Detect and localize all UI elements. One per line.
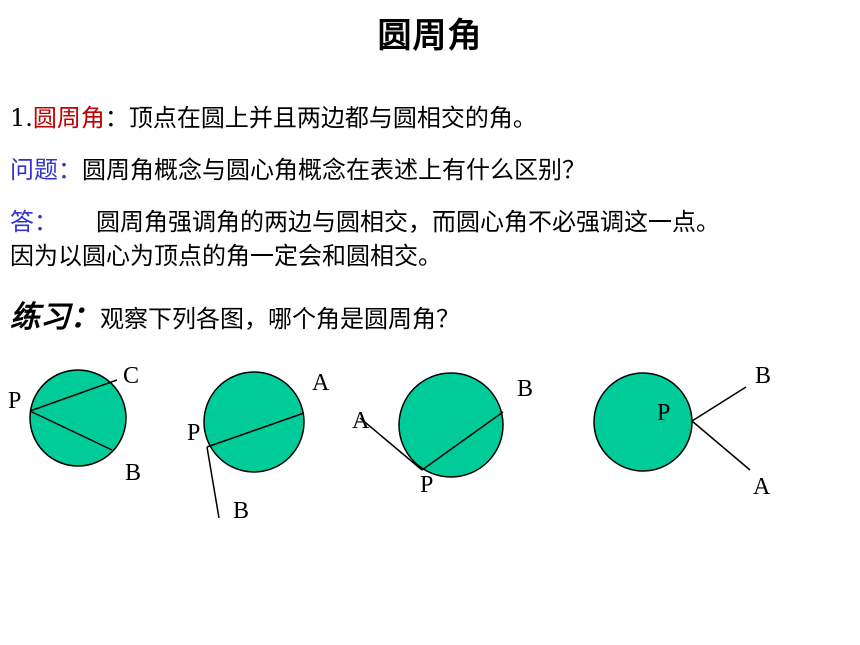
chord-pb-3 <box>421 411 504 471</box>
question-text: 圆周角概念与圆心角概念在表述上有什么区别？ <box>82 156 586 184</box>
fig3-label-a: A <box>352 408 370 434</box>
fig1-label-p: P <box>8 388 21 414</box>
fig1-label-c: C <box>123 363 139 389</box>
ray-pa-4 <box>691 420 751 471</box>
question-label: 问题： <box>10 156 82 184</box>
definition-number: 1. <box>10 104 33 132</box>
figure-3: A B P <box>352 372 533 498</box>
fig2-label-a: A <box>312 370 330 396</box>
segment-pa-3 <box>359 417 423 471</box>
chord-pb <box>29 410 113 451</box>
answer-line-1: 答： 圆周角强调角的两边与圆相交，而圆心角不必强调这一点。 <box>10 202 720 237</box>
answer-text-1: 圆周角强调角的两边与圆相交，而圆心角不必强调这一点。 <box>96 208 720 236</box>
fig3-label-b: B <box>517 376 533 402</box>
fig4-label-b: B <box>755 363 771 389</box>
circle-1 <box>29 369 127 467</box>
definition-text: ：顶点在圆上并且两边都与圆相交的角。 <box>104 104 537 132</box>
fig2-label-b: B <box>233 498 249 524</box>
figure-1: P C B <box>8 363 141 486</box>
circle-2 <box>203 371 305 473</box>
circle-3 <box>398 372 504 478</box>
ray-pb-4 <box>691 386 747 422</box>
fig4-label-a: A <box>753 474 771 500</box>
page-title: 圆周角 <box>377 16 483 56</box>
circle-4 <box>593 372 693 472</box>
definition-term: 圆周角 <box>32 104 105 132</box>
figure-4: B P A <box>593 363 771 500</box>
chord-pa <box>206 412 305 448</box>
question-line: 问题：圆周角概念与圆心角概念在表述上有什么区别？ <box>10 150 586 185</box>
exercise-text: 观察下列各图，哪个角是圆周角？ <box>100 305 460 333</box>
fig4-label-p: P <box>657 400 670 426</box>
fig2-label-p: P <box>187 420 200 446</box>
definition-line: 1.圆周角：顶点在圆上并且两边都与圆相交的角。 <box>10 98 537 133</box>
figure-2: A P B <box>187 370 330 524</box>
answer-label: 答： <box>10 208 58 236</box>
answer-line-2: 因为以圆心为顶点的角一定会和圆相交。 <box>10 242 442 270</box>
exercise-label: 练习： <box>10 300 100 335</box>
fig1-label-b: B <box>125 460 141 486</box>
ray-pb <box>206 446 220 519</box>
chord-pc <box>29 379 118 412</box>
exercise-line: 练习：观察下列各图，哪个角是圆周角？ <box>10 292 460 336</box>
fig3-label-p: P <box>420 472 433 498</box>
